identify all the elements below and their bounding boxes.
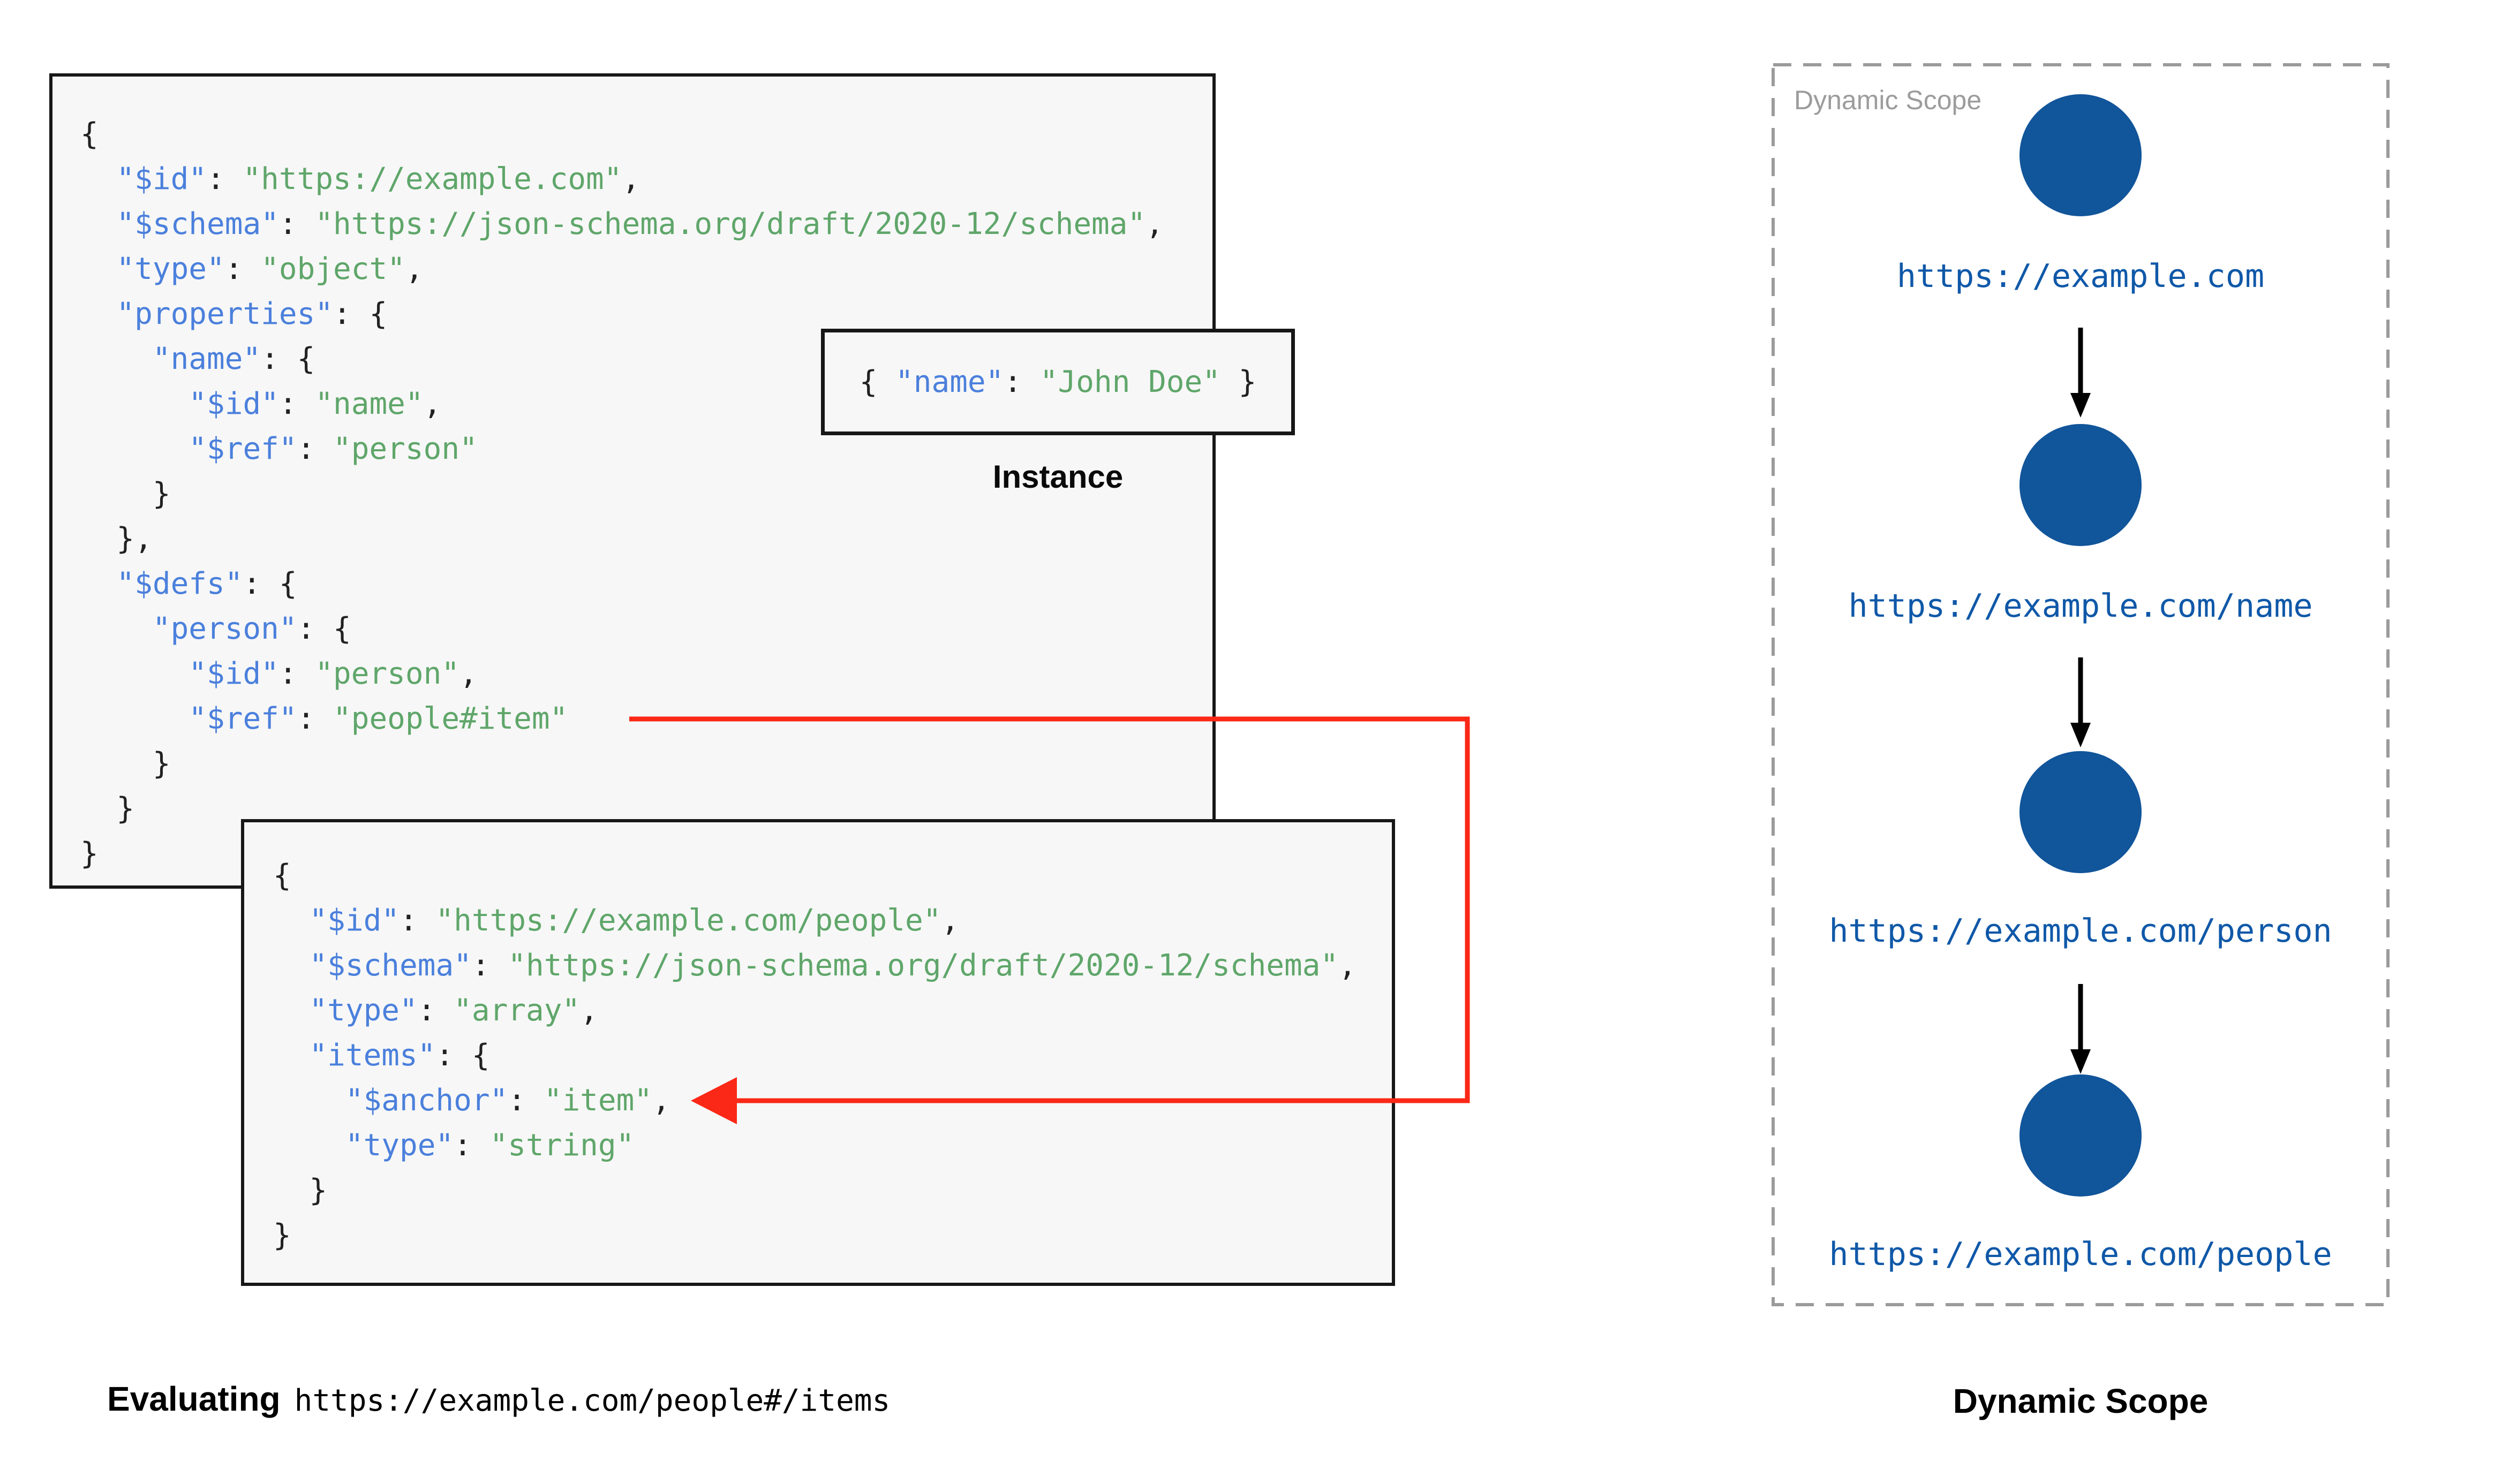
- code-line: "type": "object",: [116, 252, 424, 286]
- code-line: "$id": "person",: [189, 656, 478, 691]
- code-line: }: [80, 476, 171, 511]
- code-line: { "name": "John Doe" }: [859, 364, 1257, 399]
- code-line: }: [273, 1218, 291, 1253]
- code-line: "$ref": "people#item": [189, 701, 568, 736]
- down-arrow-icon: [2070, 328, 2091, 418]
- down-arrow-icon: [2070, 657, 2091, 747]
- people-schema-code: { "$id": "https://example.com/people", "…: [244, 822, 1392, 1258]
- code-line: {: [273, 858, 291, 893]
- dynamic-scope-caption: Dynamic Scope: [1953, 1382, 2209, 1420]
- scope-node-url: https://example.com: [1896, 258, 2265, 295]
- code-line: }: [80, 791, 135, 826]
- code-line: "properties": {: [116, 297, 388, 331]
- scope-node-url: https://example.com/name: [1848, 587, 2313, 625]
- code-line: }: [273, 1173, 328, 1208]
- scope-watermark-label: Dynamic Scope: [1794, 85, 1982, 115]
- code-line: {: [80, 117, 99, 152]
- code-line: "$defs": {: [116, 566, 297, 601]
- scope-node-circle: [2019, 751, 2142, 873]
- instance-code: { "name": "John Doe" }: [860, 360, 1257, 405]
- code-line: "items": {: [309, 1038, 490, 1073]
- code-line: "$ref": "person": [189, 431, 478, 466]
- code-line: "$schema": "https://json-schema.org/draf…: [116, 207, 1164, 241]
- code-line: }: [80, 746, 171, 781]
- code-line: "$id": "name",: [189, 387, 442, 421]
- code-line: },: [80, 521, 153, 556]
- code-line: }: [80, 836, 99, 871]
- people-schema-box: { "$id": "https://example.com/people", "…: [241, 819, 1395, 1286]
- scope-node-url: https://example.com/person: [1829, 912, 2332, 950]
- dynamic-scope-panel: Dynamic Scope https://example.com https:…: [1772, 63, 2390, 1306]
- root-schema-code: { "$id": "https://example.com", "$schema…: [52, 77, 1212, 876]
- scope-node-url: https://example.com/people: [1829, 1236, 2332, 1273]
- code-line: "type": "string": [345, 1128, 635, 1163]
- evaluating-caption: Evaluating https://example.com/people#/i…: [107, 1379, 890, 1419]
- code-line: "type": "array",: [309, 993, 598, 1028]
- dashed-border: [1772, 63, 2390, 1306]
- code-line: "name": {: [152, 342, 315, 376]
- down-arrow-icon: [2070, 984, 2091, 1074]
- scope-node-circle: [2019, 1074, 2142, 1197]
- code-line: "person": {: [152, 611, 351, 646]
- instance-caption: Instance: [992, 459, 1124, 495]
- code-line: "$id": "https://example.com",: [116, 162, 640, 196]
- code-line: "$anchor": "item",: [345, 1083, 670, 1118]
- code-line: "$schema": "https://json-schema.org/draf…: [309, 948, 1357, 983]
- evaluating-url: https://example.com/people#/items: [294, 1383, 891, 1418]
- evaluating-label: Evaluating: [107, 1380, 281, 1418]
- scope-node-circle: [2019, 94, 2142, 216]
- scope-node-circle: [2019, 424, 2142, 546]
- code-line: "$id": "https://example.com/people",: [309, 903, 960, 938]
- instance-box: { "name": "John Doe" }: [821, 329, 1295, 435]
